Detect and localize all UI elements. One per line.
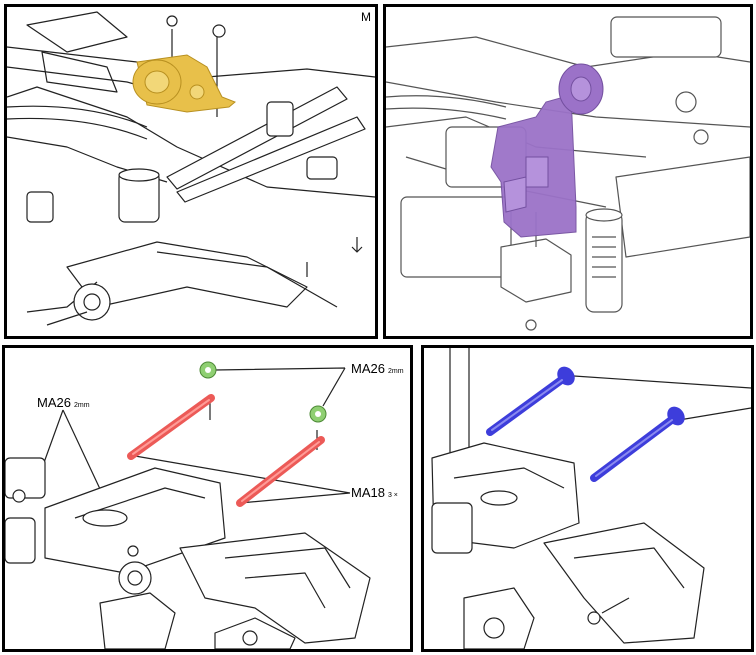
highlighted-hinge-pin-long [127, 394, 215, 460]
diagram-suspension-bottom-left [5, 361, 371, 649]
highlighted-hinge-pin-lower [590, 406, 685, 482]
panel-top-left: M [4, 4, 378, 339]
highlighted-e-clip-left [199, 361, 217, 379]
diagram-chassis-top-right [386, 16, 750, 331]
highlighted-motor-mount [490, 63, 604, 238]
highlighted-pulley-bracket [132, 54, 236, 113]
callout-ma18-text: MA18 [351, 485, 385, 500]
highlighted-hinge-pin-short [236, 436, 325, 507]
callout-ma18-size: 3 × [387, 492, 398, 499]
panel-top-right [383, 4, 753, 339]
highlighted-hinge-pin-upper [486, 366, 575, 436]
diagram-suspension-bottom-right [431, 348, 751, 649]
callout-ma26-right-text: MA26 [351, 361, 385, 376]
callout-ma26-left-text: MA26 [37, 395, 71, 410]
diagram-chassis-top-left [7, 11, 375, 326]
callout-ma26-left-size: 2mm [73, 402, 90, 409]
highlighted-e-clip-right [309, 405, 327, 423]
callout-ma26-right-size: 2mm [387, 368, 404, 375]
panel-bottom-right [421, 345, 754, 652]
corner-letter: M [361, 10, 371, 24]
